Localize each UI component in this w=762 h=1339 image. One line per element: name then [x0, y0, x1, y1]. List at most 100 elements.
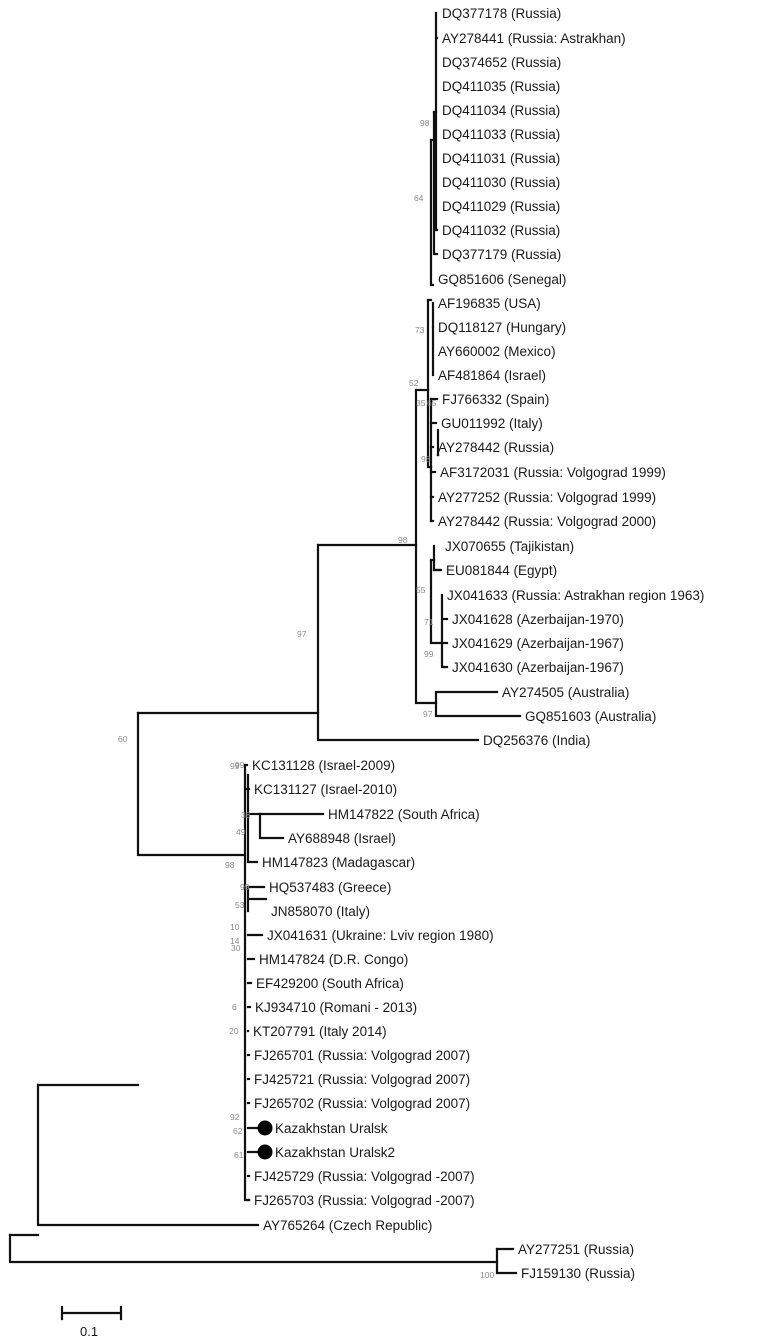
support-value: 53 [235, 900, 245, 910]
scale-bar: 0.1 [60, 1305, 123, 1339]
taxon-label: DQ411032 (Russia) [442, 223, 560, 238]
support-value: 60 [118, 734, 128, 744]
support-value: 97 [423, 709, 433, 719]
taxon-label: EU081844 (Egypt) [446, 563, 557, 578]
taxon-label: DQ411034 (Russia) [442, 103, 560, 118]
support-value: 52 [409, 378, 419, 388]
branch-10 [434, 701, 522, 718]
branch-31 [429, 558, 444, 645]
support-value: 61 [234, 1150, 244, 1160]
branch-9 [414, 388, 438, 705]
support-value: 99 [235, 760, 245, 770]
bootstrap-values: 9864735265359897985571999997609938499899… [118, 118, 494, 1280]
taxon-label: JX070655 (Tajikistan) [445, 539, 574, 554]
support-value: 49 [236, 827, 246, 837]
branch-39 [495, 1247, 518, 1275]
taxon-label: DQ411035 (Russia) [442, 79, 560, 94]
support-value: 30 [231, 943, 241, 953]
taxon-label: AF3172031 (Russia: Volgograd 1999) [440, 465, 666, 480]
support-value: 98 [421, 454, 431, 464]
support-value: 55 [416, 585, 426, 595]
taxon-label: AY278442 (Russia) [438, 440, 554, 455]
support-value: 10 [230, 922, 240, 932]
support-value: 98 [225, 860, 235, 870]
taxon-label: DQ374652 (Russia) [442, 55, 561, 70]
taxon-label: AF481864 (Israel) [438, 368, 546, 383]
support-value: 100 [480, 1270, 494, 1280]
taxon-label: KT207791 (Italy 2014) [253, 1024, 387, 1039]
taxon-label: Kazakhstan Uralsk [275, 1121, 388, 1136]
taxon-label: DQ411030 (Russia) [442, 175, 560, 190]
support-value: 97 [297, 629, 307, 639]
support-value: 98 [398, 535, 408, 545]
scale-bar-label: 0.1 [80, 1324, 98, 1339]
taxon-label: JN858070 (Italy) [271, 904, 370, 919]
branch-46 [258, 812, 285, 840]
taxon-label: DQ118127 (Hungary) [438, 320, 566, 335]
branch-19 [434, 11, 439, 232]
branch-7 [316, 543, 480, 742]
taxon-label: AY660002 (Mexico) [438, 344, 556, 359]
taxon-label: Kazakhstan Uralsk2 [275, 1145, 395, 1160]
taxon-label: JX041630 (Azerbaijan-1967) [452, 660, 624, 675]
support-value: 92 [230, 1112, 240, 1122]
taxon-label: AY278441 (Russia: Astrakhan) [442, 31, 626, 46]
support-value: 38 [241, 810, 251, 820]
taxon-label: FJ265703 (Russia: Volgograd -2007) [254, 1193, 475, 1208]
branch-15 [429, 138, 435, 287]
taxon-label: GQ851606 (Senegal) [438, 272, 566, 287]
branch-33 [432, 544, 442, 572]
taxon-label: AY278442 (Russia: Volgograd 2000) [438, 514, 656, 529]
taxon-label: DQ411031 (Russia) [442, 151, 560, 166]
taxon-label: DQ377179 (Russia) [442, 247, 561, 262]
support-value: 64 [414, 193, 424, 203]
tree-branches [8, 11, 522, 1275]
taxon-label: HM147823 (Madagascar) [262, 855, 415, 870]
taxon-label: FJ425729 (Russia: Volgograd -2007) [254, 1169, 475, 1184]
taxon-label: FJ159130 (Russia) [521, 1266, 635, 1281]
taxon-label: DQ256376 (India) [483, 733, 590, 748]
branch-3 [36, 1083, 260, 1227]
taxon-label: FJ265701 (Russia: Volgograd 2007) [254, 1048, 470, 1063]
branch-44 [246, 773, 259, 864]
taxon-label: KC131127 (Israel-2010) [254, 782, 397, 797]
taxon-label: KC131128 (Israel-2009) [252, 758, 395, 773]
branch-1 [8, 1233, 499, 1264]
taxon-label: AY277252 (Russia: Volgograd 1999) [438, 490, 656, 505]
support-value: 98 [420, 118, 430, 128]
taxon-label: AY274505 (Australia) [502, 685, 629, 700]
scale-bar-line [60, 1305, 123, 1321]
support-value: 73 [415, 325, 425, 335]
taxon-label: JX041633 (Russia: Astrakhan region 1963) [447, 588, 704, 603]
support-value: 99 [240, 882, 250, 892]
taxon-label: AY277251 (Russia) [518, 1242, 634, 1257]
taxon-label: FJ265702 (Russia: Volgograd 2007) [254, 1096, 470, 1111]
taxon-label: EF429200 (South Africa) [256, 976, 404, 991]
taxon-label: HM147822 (South Africa) [328, 807, 480, 822]
taxon-label: GQ851603 (Australia) [525, 709, 656, 724]
support-value: 99 [230, 761, 240, 771]
support-value: 71 [424, 617, 434, 627]
sample-marker-dot [257, 1144, 273, 1160]
taxon-label: FJ766332 (Spain) [442, 392, 549, 407]
taxon-label: FJ425721 (Russia: Volgograd 2007) [254, 1072, 470, 1087]
taxon-label: JX041629 (Azerbaijan-1967) [452, 636, 624, 651]
taxon-labels: DQ377178 (Russia)AY278441 (Russia: Astra… [252, 6, 704, 1281]
taxon-label: HM147824 (D.R. Congo) [259, 952, 408, 967]
taxon-label: GU011992 (Italy) [441, 416, 543, 431]
taxon-label: JX041631 (Ukraine: Lviv region 1980) [267, 928, 494, 943]
support-value: 14 [230, 936, 240, 946]
support-value: 20 [229, 1026, 239, 1036]
taxon-label: KJ934710 (Romani - 2013) [255, 1000, 417, 1015]
taxon-label: HQ537483 (Greece) [269, 880, 391, 895]
taxon-label: JX041628 (Azerbaijan-1970) [452, 612, 624, 627]
taxon-label: AF196835 (USA) [438, 296, 541, 311]
support-value: 6 [232, 1002, 237, 1012]
taxon-label: AY688948 (Israel) [288, 831, 396, 846]
support-value: 35 [416, 398, 426, 408]
taxon-label: DQ411033 (Russia) [442, 127, 560, 142]
sample-marker-dot [257, 1120, 273, 1136]
taxon-label: AY765264 (Czech Republic) [263, 1218, 432, 1233]
taxon-label: DQ411029 (Russia) [442, 199, 560, 214]
